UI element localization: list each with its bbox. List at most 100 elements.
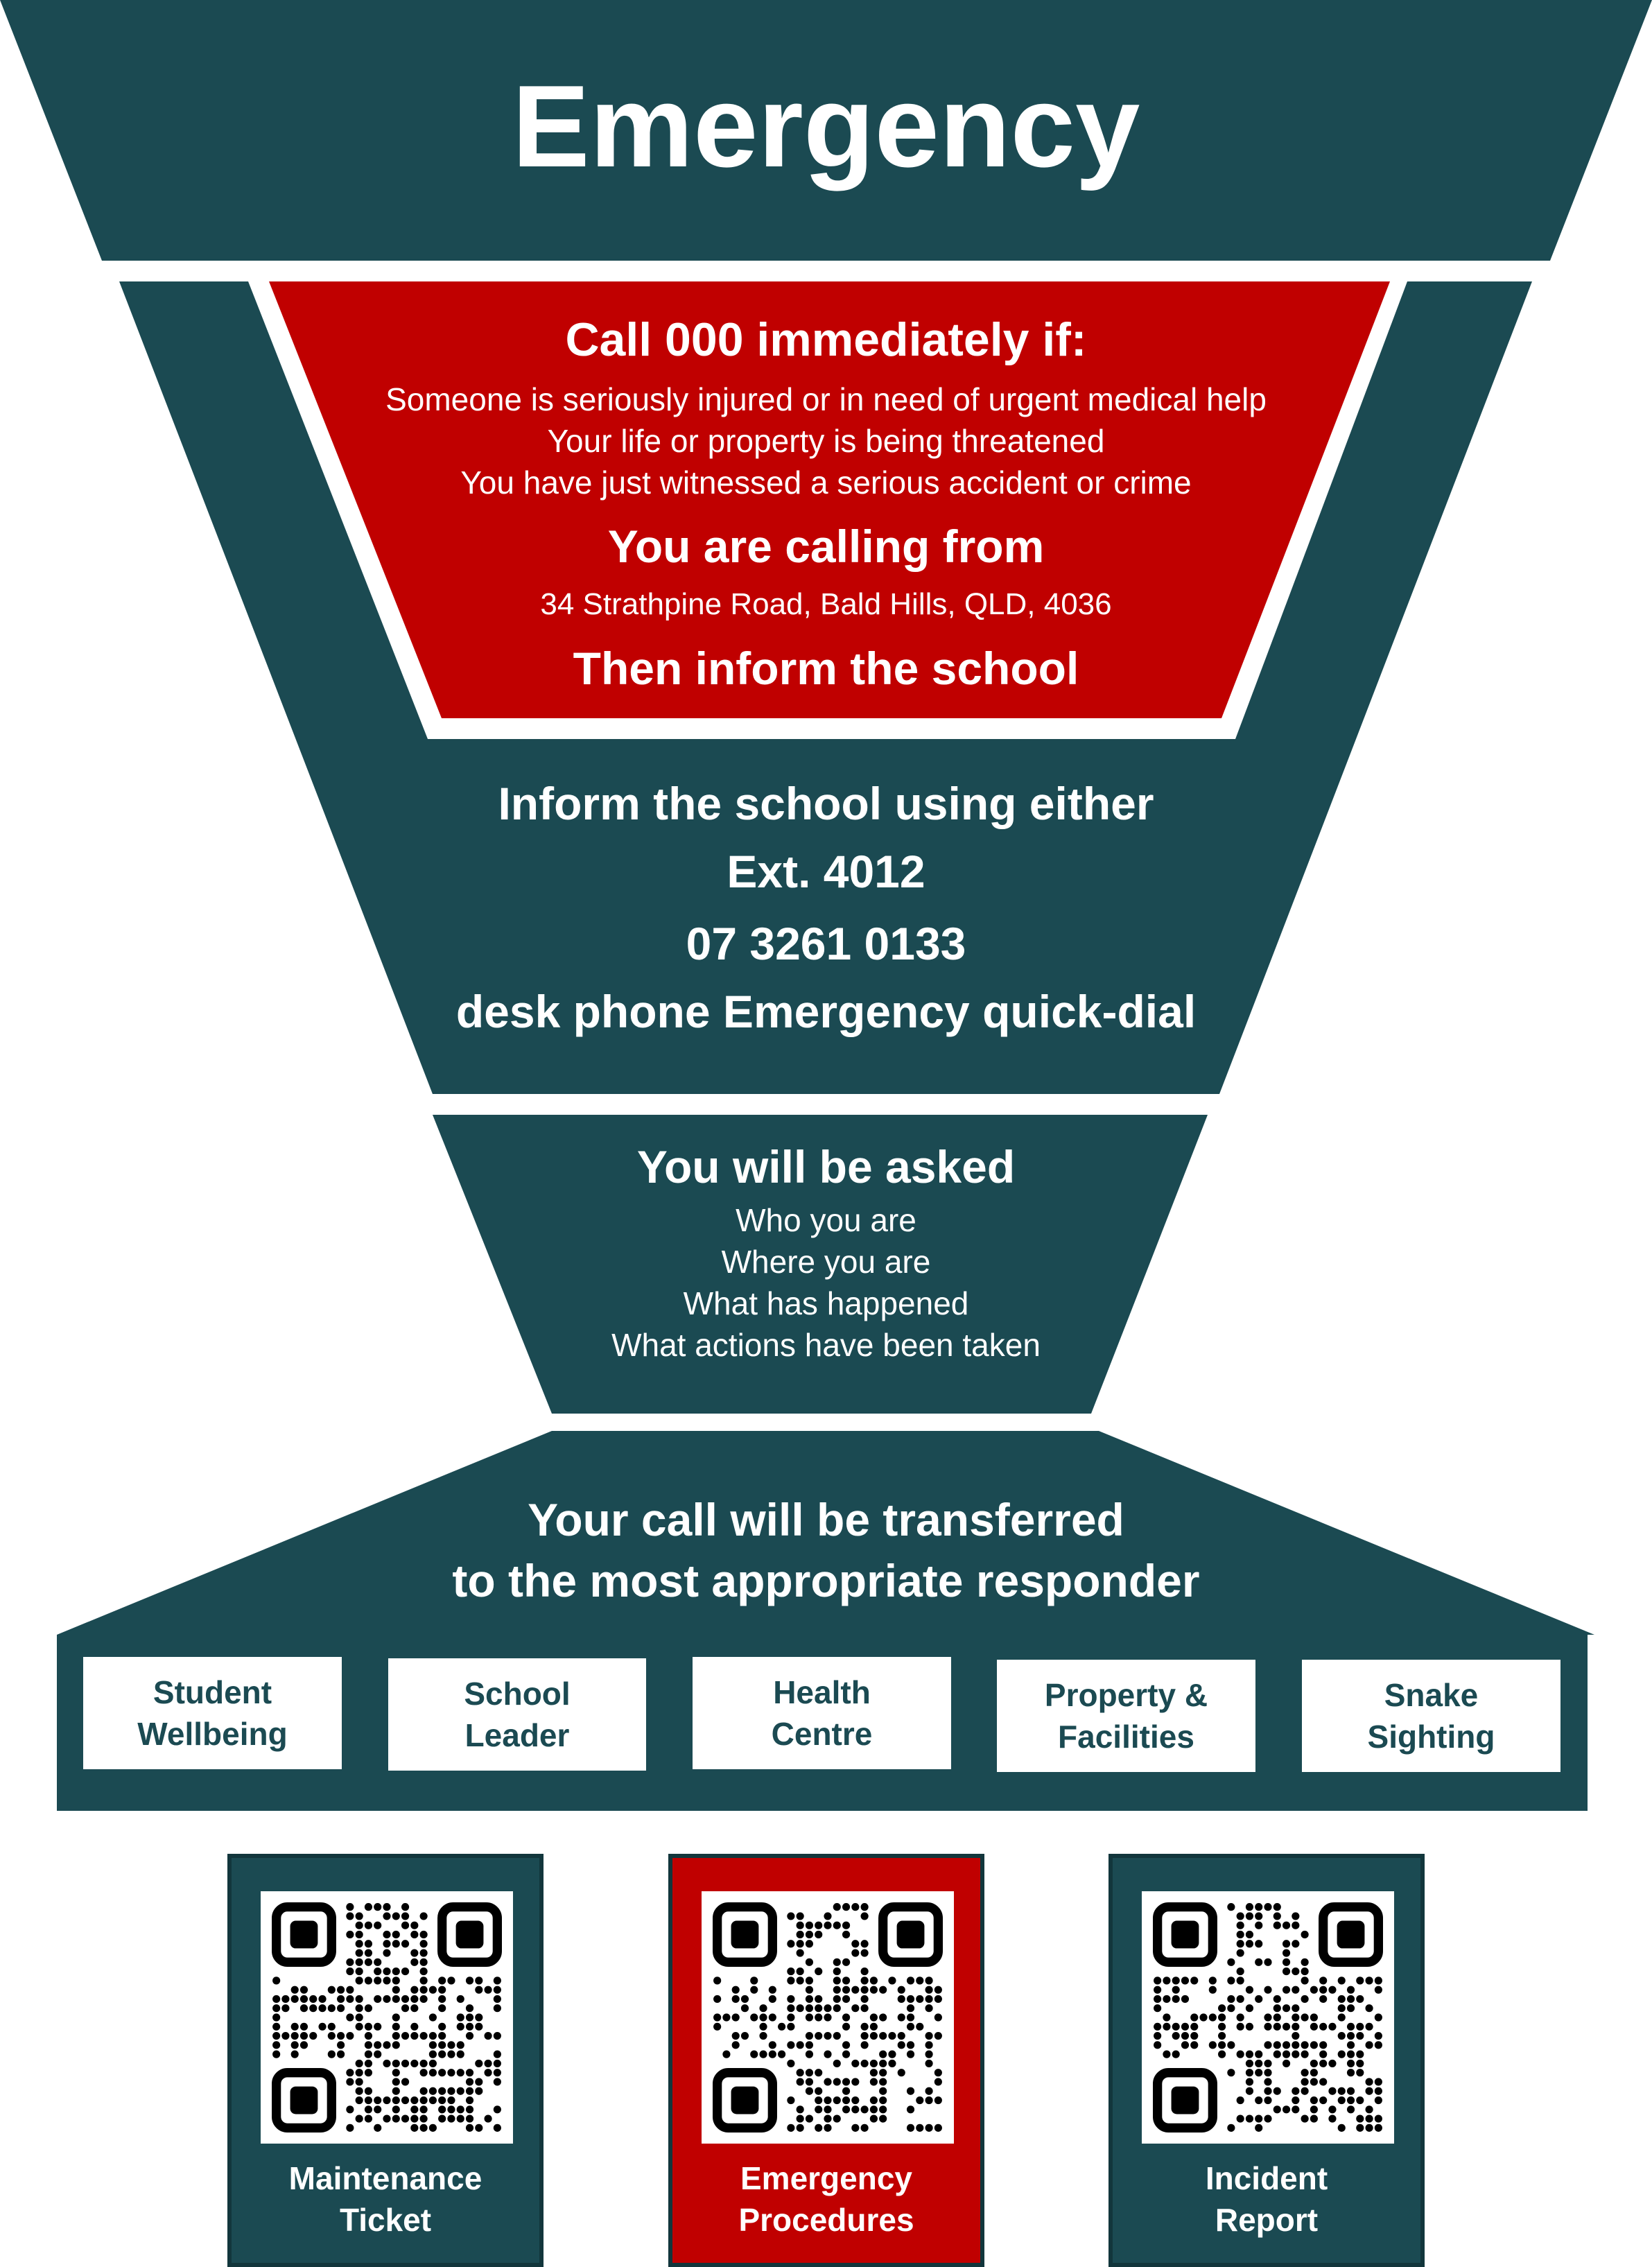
qr-module [1374,2078,1382,2086]
qr-module [1181,1977,1190,1985]
qr-module [1337,2013,1346,2022]
qr-module [318,1995,327,2004]
qr-module [1264,2013,1272,2022]
qr-module [364,2004,373,2013]
qr-module [851,2059,860,2067]
qr-module [401,1995,410,2004]
qr-module [860,1986,869,1994]
qr-module [327,2050,336,2058]
qr-module [447,2114,455,2123]
qr-module [1346,2105,1355,2114]
qr-module [1154,1986,1162,1994]
qr-module [465,1977,474,1985]
qr-module [805,2004,814,2013]
qr-module [842,2013,851,2022]
qr-module [925,2004,933,2013]
qr-module [824,2123,832,2132]
qr-module [392,2031,400,2040]
qr-module [1273,2105,1281,2114]
qr-module [833,1903,841,1911]
qr-module [1218,2050,1226,2058]
qr-module [1301,1977,1309,1985]
qr-module [1236,1995,1244,2004]
qr-module [428,2069,437,2077]
qr-module [493,2069,501,2077]
qr-module [392,1986,400,1994]
qr-module [934,2123,942,2132]
qr-module [906,2123,915,2132]
qr-module [1273,2022,1281,2031]
qr-module [419,1995,428,2004]
qr-module [879,2087,887,2095]
qr-finder-center [1171,2086,1199,2114]
qr-module [1190,2041,1199,2049]
qr-module [1282,2050,1291,2058]
qr-module [346,2069,354,2077]
qr-module [1163,2022,1171,2031]
qr-module [906,2013,915,2022]
qr-card-incident-report[interactable]: Incident Report [1108,1854,1425,2267]
qr-card-maintenance-ticket[interactable]: Maintenance Ticket [227,1854,544,2267]
qr-module [805,2078,814,2086]
qr-module [1264,1986,1272,1994]
calling-from-heading: You are calling from [607,521,1045,572]
qr-module [1218,2041,1226,2049]
qr-module [851,1986,860,1994]
qr-module [475,1977,483,1985]
qr-module [1154,2022,1162,2031]
qr-module [1319,2041,1328,2049]
qr-module [383,2041,391,2049]
qr-module [392,2096,400,2105]
responder-label: Facilities [1058,1719,1194,1755]
qr-module [1356,2069,1364,2077]
qr-module [888,2050,896,2058]
qr-module [465,2013,474,2022]
qr-module [1282,1986,1291,1994]
qr-module [879,2096,887,2105]
qr-module [815,2105,823,2114]
qr-module [355,2078,363,2086]
qr-module [879,2078,887,2086]
qr-module [916,2096,924,2105]
qr-module [842,2105,851,2114]
qr-module [419,2114,428,2123]
qr-module [851,1949,860,1957]
qr-module [419,2059,428,2067]
qr-module [1282,1940,1291,1948]
qr-module [475,2059,483,2067]
qr-module [299,2041,308,2049]
qr-module [805,2031,814,2040]
qr-module [364,2059,373,2067]
qr-module [346,2123,354,2132]
qr-module [824,1912,832,1920]
qr-module [1374,1977,1382,1985]
qr-module [1374,2087,1382,2095]
qr-module [860,1903,869,1911]
qr-module [906,2004,915,2013]
qr-module [1337,2123,1346,2132]
qr-module [1374,2031,1382,2040]
qr-module [1227,1977,1235,1985]
qr-module [787,2022,795,2031]
qr-module [1208,2041,1217,2049]
condition-item: You have just witnessed a serious accide… [460,464,1192,501]
qr-module [1292,2041,1300,2049]
qr-module [364,1921,373,1929]
qr-module [1264,2114,1272,2123]
qr-module [879,2114,887,2123]
qr-module [290,2022,299,2031]
qr-module [1172,1995,1180,2004]
qr-module [860,2059,869,2067]
qr-module [851,2123,860,2132]
qr-module [879,2069,887,2077]
qr-module [428,2031,437,2040]
qr-module [1264,1903,1272,1911]
qr-module [897,1986,905,1994]
qr-card-emergency-procedures[interactable]: Emergency Procedures [668,1854,984,2267]
qr-module [925,2041,933,2049]
qr-module [419,2105,428,2114]
qr-module [428,2123,437,2132]
qr-module [925,2123,933,2132]
qr-module [465,2087,474,2095]
qr-module [1208,1986,1217,1994]
